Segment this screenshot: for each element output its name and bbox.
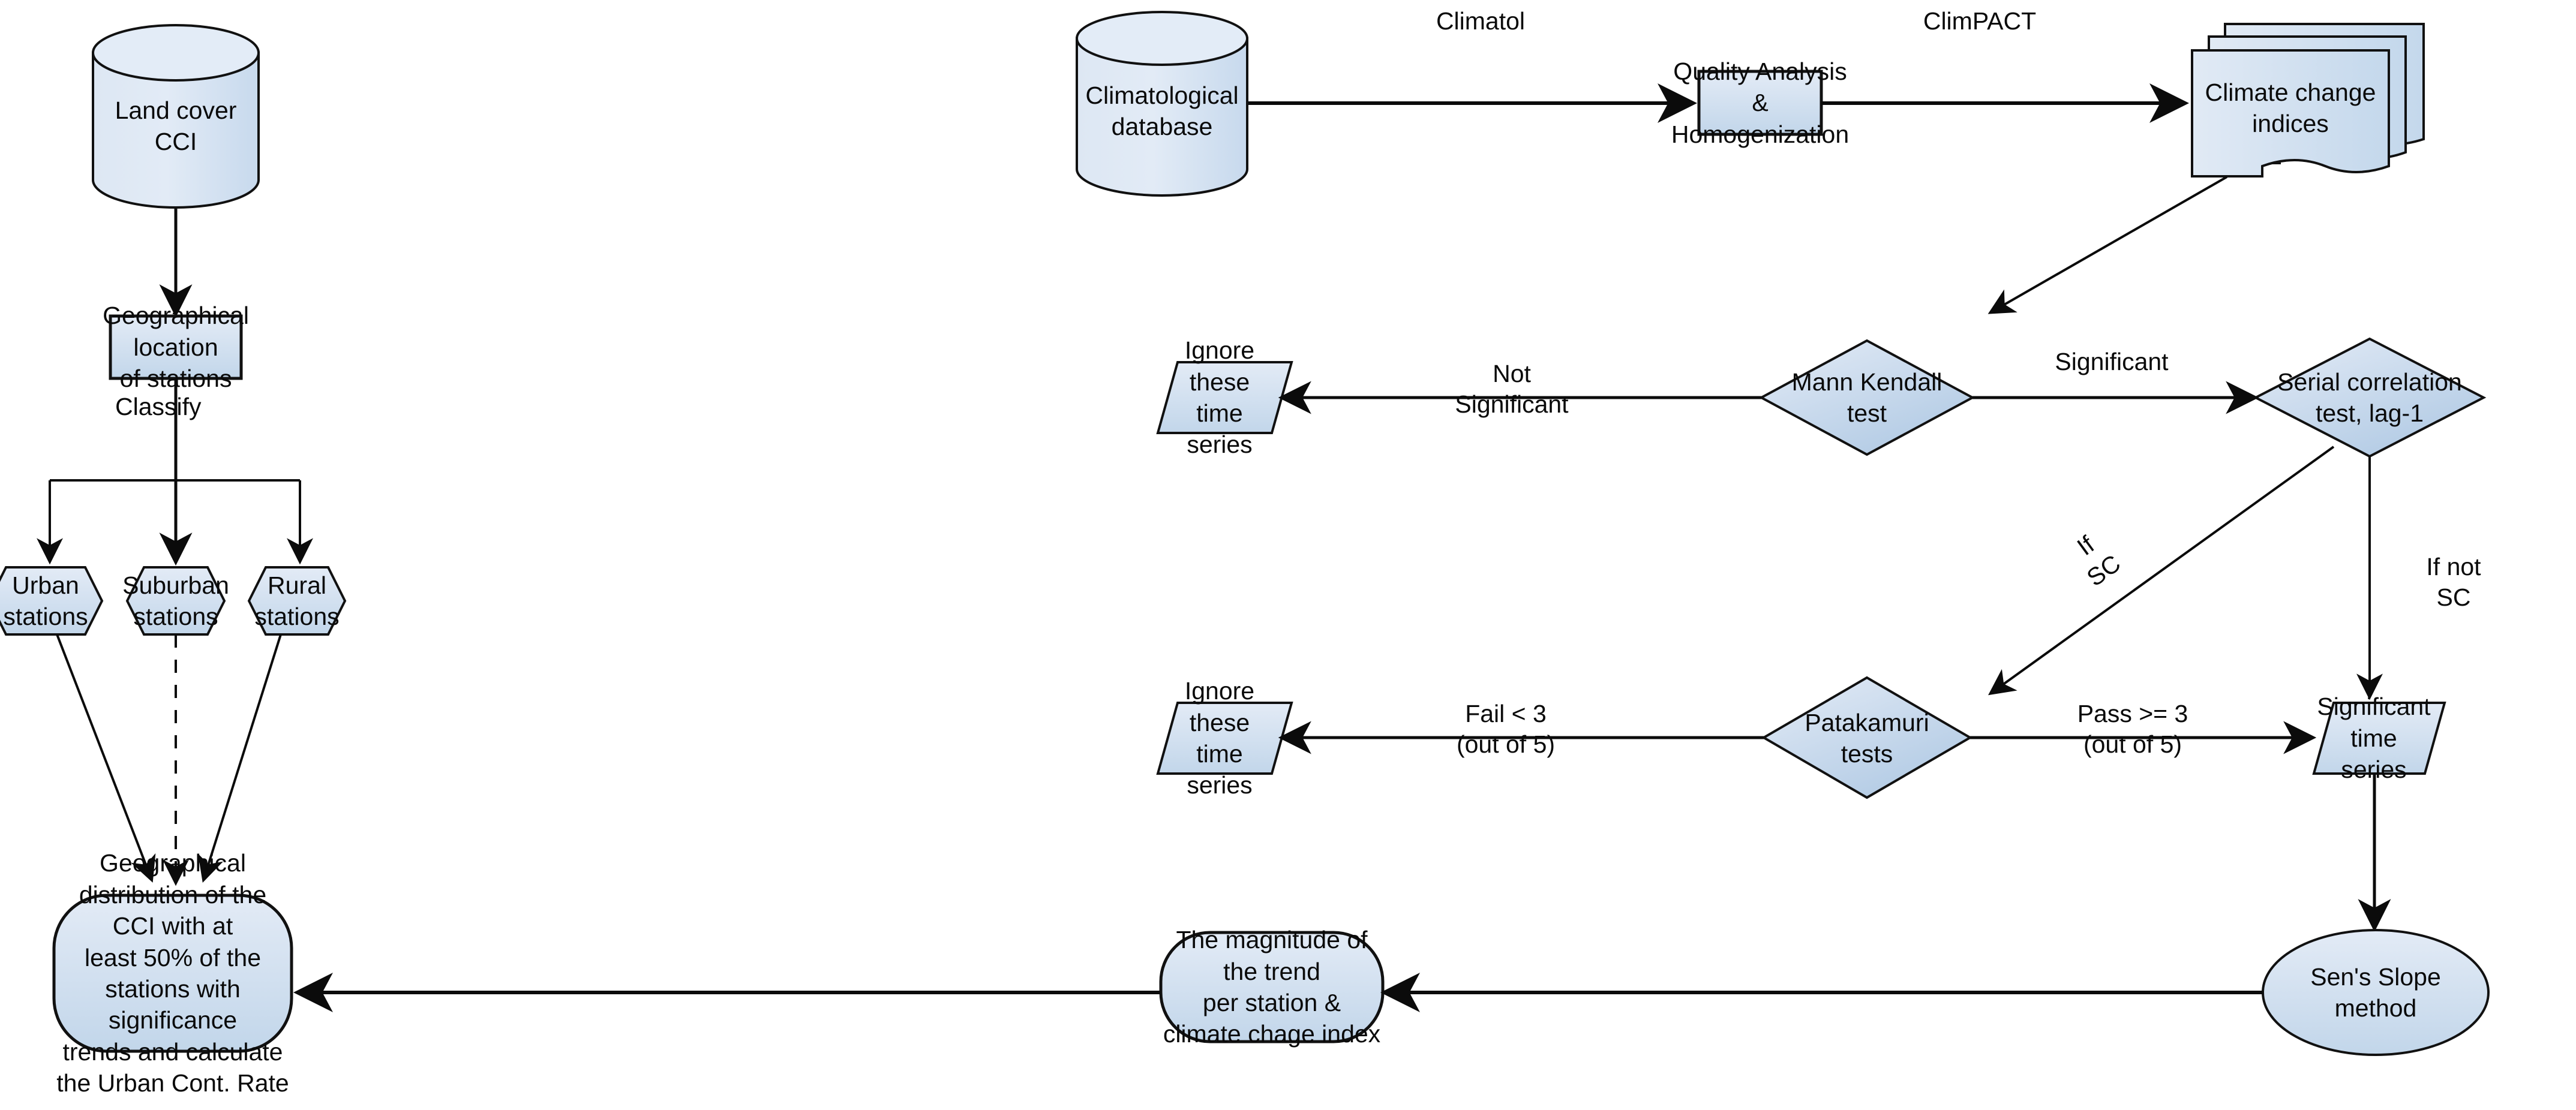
edge-rural-to-distribution [198,634,282,883]
node-climatological-database[interactable] [1076,11,1248,197]
node-ignore-time-series-1[interactable] [1156,361,1293,434]
node-significant-time-series[interactable] [2312,702,2446,775]
edge-label-climatol: Climatol [1436,7,1526,35]
node-serial-correlation-test[interactable] [2253,337,2487,458]
edge-label-not-significant: Not Significant [1455,360,1569,419]
node-geographical-distribution[interactable] [52,894,293,1053]
edge-serial-to-patakamuri [1988,446,2335,696]
edge-label-significant: Significant [2055,348,2169,375]
edge-label-climpact: ClimPACT [1923,7,2037,35]
node-geographical-location[interactable] [109,314,243,380]
node-land-cover-cci[interactable] [92,24,260,209]
node-sens-slope-method[interactable] [2262,929,2490,1056]
node-mann-kendall-test[interactable] [1758,339,1975,456]
node-quality-analysis[interactable] [1697,70,1823,136]
edge-label-classify: Classify [115,393,202,420]
edge-label-fail-lt-3: Fail < 3 (out of 5) [1456,700,1556,759]
node-rural-stations[interactable] [247,566,347,636]
node-ignore-time-series-2[interactable] [1156,702,1293,775]
node-climate-change-indices[interactable] [2191,23,2425,178]
edge-label-pass-ge-3: Pass >= 3 (out of 5) [2077,700,2188,759]
edge-label-if-not-sc: If not SC [2426,553,2481,612]
edge-urban-to-distribution [56,634,156,883]
node-urban-stations[interactable] [0,566,104,636]
node-patakamuri-tests[interactable] [1761,676,1972,799]
node-suburban-stations[interactable] [125,566,226,636]
edge-classify-split [37,378,313,566]
edge-indices-to-mann-kendall [1987,176,2227,314]
node-magnitude-of-trend[interactable] [1159,931,1385,1043]
